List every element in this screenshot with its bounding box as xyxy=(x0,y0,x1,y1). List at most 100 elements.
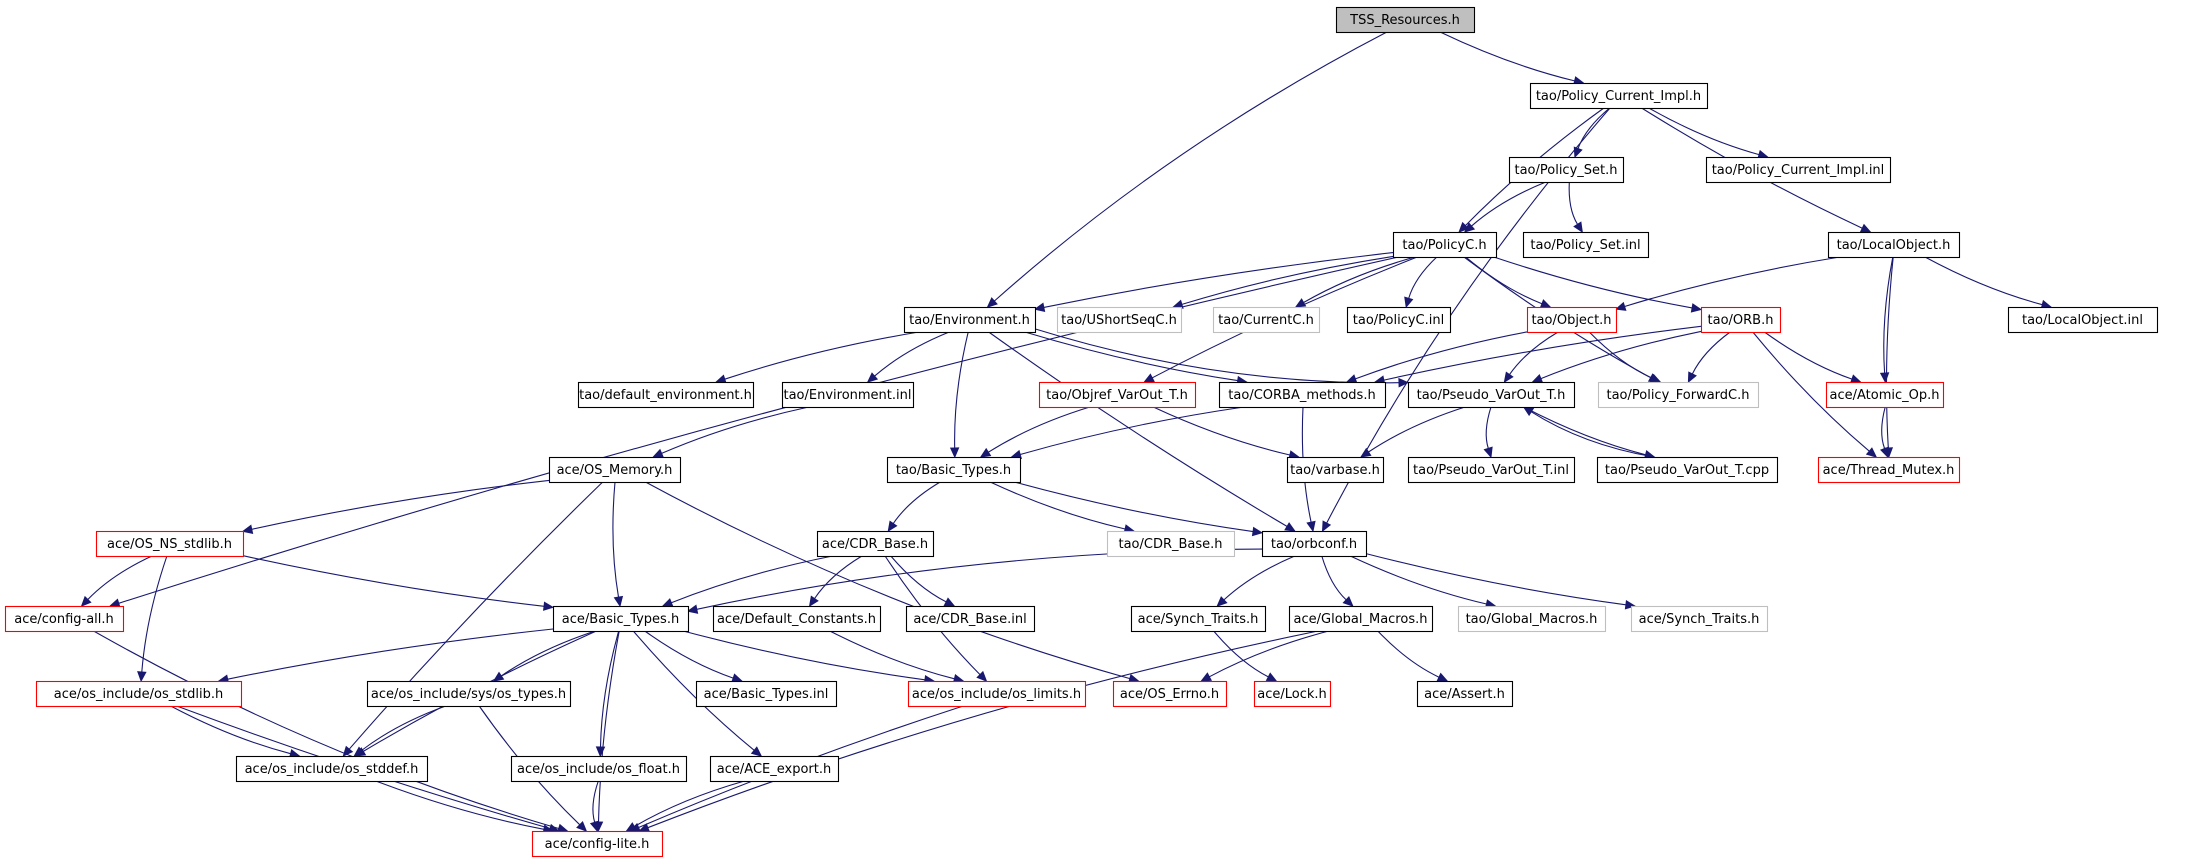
node-abti[interactable]: ace/Basic_Types.inl xyxy=(695,680,838,708)
node-abt[interactable]: ace/Basic_Types.h xyxy=(552,605,690,633)
node-obj[interactable]: tao/Object.h xyxy=(1526,306,1618,334)
edge-pci-to-pset xyxy=(1577,107,1610,149)
node-osl[interactable]: ace/os_include/os_limits.h xyxy=(907,680,1087,708)
node-pci[interactable]: tao/Policy_Current_Impl.h xyxy=(1529,82,1709,110)
node-cur[interactable]: tao/CurrentC.h xyxy=(1212,306,1321,334)
edge-pc-to-orb xyxy=(1493,256,1693,309)
edge-env-to-pvo xyxy=(1034,328,1400,384)
arrowhead-icon xyxy=(1865,447,1878,458)
node-label: tao/Pseudo_VarOut_T.h xyxy=(1417,388,1566,403)
arrowhead-icon xyxy=(80,595,92,607)
node-ovo[interactable]: tao/Objref_VarOut_T.h xyxy=(1038,381,1197,409)
node-ossl[interactable]: ace/os_include/os_stdlib.h xyxy=(35,680,243,708)
node-pfc[interactable]: tao/Policy_ForwardC.h xyxy=(1597,381,1760,409)
edge-orbc-to-tst xyxy=(1365,553,1626,606)
arrowhead-icon xyxy=(625,822,638,832)
edge-aexp-to-cfgl xyxy=(634,780,745,827)
node-tss[interactable]: TSS_Resources.h xyxy=(1335,6,1476,34)
node-pset[interactable]: tao/Policy_Set.h xyxy=(1508,156,1625,184)
node-cfga[interactable]: ace/config-all.h xyxy=(4,605,125,633)
node-nss[interactable]: ace/OS_NS_stdlib.h xyxy=(95,530,245,558)
node-box xyxy=(552,605,690,633)
node-st[interactable]: ace/Synch_Traits.h xyxy=(1130,605,1267,633)
edge-osm-to-osd xyxy=(348,481,604,750)
node-pc[interactable]: tao/PolicyC.h xyxy=(1392,231,1498,259)
node-vb[interactable]: tao/varbase.h xyxy=(1286,456,1385,484)
node-box xyxy=(1700,306,1782,334)
node-osm[interactable]: ace/OS_Memory.h xyxy=(548,456,682,484)
node-label: tao/Environment.inl xyxy=(783,388,911,403)
edge-orbc-to-st xyxy=(1223,555,1295,601)
node-pci2[interactable]: tao/PolicyC.inl xyxy=(1346,306,1452,334)
edge-env-to-orbc xyxy=(988,331,1288,527)
node-tst[interactable]: ace/Synch_Traits.h xyxy=(1630,605,1769,633)
node-cdri[interactable]: ace/CDR_Base.inl xyxy=(905,605,1036,633)
node-psi[interactable]: tao/Policy_Set.inl xyxy=(1522,231,1650,259)
node-pcii[interactable]: tao/Policy_Current_Impl.inl xyxy=(1705,156,1892,184)
arrowhead-icon xyxy=(1265,672,1278,682)
node-asrt[interactable]: ace/Assert.h xyxy=(1416,680,1514,708)
arrowhead-icon xyxy=(1216,596,1228,607)
node-orbc[interactable]: tao/orbconf.h xyxy=(1261,530,1368,558)
node-label: ace/Basic_Types.h xyxy=(562,612,679,627)
node-label: tao/orbconf.h xyxy=(1271,537,1357,552)
node-tm[interactable]: ace/Thread_Mutex.h xyxy=(1817,456,1961,484)
node-osf[interactable]: ace/os_include/os_float.h xyxy=(510,755,688,783)
node-label: tao/Policy_Set.h xyxy=(1514,163,1617,178)
node-denv[interactable]: tao/default_environment.h xyxy=(577,381,755,409)
node-box xyxy=(35,680,243,708)
edge-envi-to-osm xyxy=(661,406,809,454)
node-label: ace/OS_NS_stdlib.h xyxy=(107,537,232,552)
edge-env-to-envi xyxy=(874,331,950,377)
edge-tss-to-env xyxy=(994,31,1388,302)
edge-pset-to-pc xyxy=(1471,181,1547,227)
edge-pc-to-cfga xyxy=(118,256,1399,604)
edge-lo-to-loi xyxy=(1924,256,2043,306)
arrowhead-icon xyxy=(979,447,992,458)
arrowhead-icon xyxy=(576,821,588,832)
node-label: ace/os_include/os_stdlib.h xyxy=(54,687,223,702)
node-usq[interactable]: tao/UShortSeqC.h xyxy=(1056,306,1183,334)
edge-env-to-bt xyxy=(954,331,969,449)
node-box xyxy=(1288,605,1434,633)
edge-nss-to-abt xyxy=(242,555,545,607)
node-envi[interactable]: tao/Environment.inl xyxy=(781,381,915,409)
node-pvo[interactable]: tao/Pseudo_VarOut_T.h xyxy=(1407,381,1576,409)
node-box xyxy=(577,381,755,409)
node-box xyxy=(1346,306,1452,334)
node-label: ace/Assert.h xyxy=(1424,687,1505,702)
edge-nss-to-ossl xyxy=(141,555,168,673)
node-pvoi[interactable]: tao/Pseudo_VarOut_T.inl xyxy=(1407,456,1576,484)
node-pvoc[interactable]: tao/Pseudo_VarOut_T.cpp xyxy=(1596,456,1779,484)
edge-pvo-to-pvoc xyxy=(1523,406,1646,456)
node-tcdr[interactable]: tao/CDR_Base.h xyxy=(1106,530,1236,558)
node-label: tao/Policy_Current_Impl.inl xyxy=(1712,163,1885,178)
node-bt[interactable]: tao/Basic_Types.h xyxy=(886,456,1022,484)
node-gm[interactable]: ace/Global_Macros.h xyxy=(1288,605,1434,633)
node-label: tao/Policy_Current_Impl.h xyxy=(1536,89,1701,104)
node-loi[interactable]: tao/LocalObject.inl xyxy=(2007,306,2159,334)
node-label: ace/OS_Memory.h xyxy=(557,463,673,478)
node-cm[interactable]: tao/CORBA_methods.h xyxy=(1218,381,1387,409)
node-lo[interactable]: tao/LocalObject.h xyxy=(1827,231,1961,259)
node-env[interactable]: tao/Environment.h xyxy=(903,306,1037,334)
node-label: ace/Thread_Mutex.h xyxy=(1823,463,1955,478)
node-cfgl[interactable]: ace/config-lite.h xyxy=(531,830,664,858)
node-err[interactable]: ace/OS_Errno.h xyxy=(1112,680,1228,708)
node-ost[interactable]: ace/os_include/sys/os_types.h xyxy=(366,680,572,708)
node-osd[interactable]: ace/os_include/os_stddef.h xyxy=(235,755,429,783)
arrowhead-icon xyxy=(1879,372,1890,384)
node-aop[interactable]: ace/Atomic_Op.h xyxy=(1825,381,1945,409)
edge-orbc-to-gm xyxy=(1321,555,1347,601)
node-cdr[interactable]: ace/CDR_Base.h xyxy=(816,530,935,558)
node-aexp[interactable]: ace/ACE_export.h xyxy=(709,755,840,783)
edge-ost-to-osd xyxy=(361,705,446,751)
arrowhead-icon xyxy=(1200,672,1213,682)
node-dc[interactable]: ace/Default_Constants.h xyxy=(712,605,882,633)
edge-bt-to-cdr xyxy=(892,481,941,524)
node-lock[interactable]: ace/Lock.h xyxy=(1253,680,1332,708)
node-orb[interactable]: tao/ORB.h xyxy=(1700,306,1782,334)
node-label: ace/Synch_Traits.h xyxy=(1639,612,1760,627)
node-tgm[interactable]: tao/Global_Macros.h xyxy=(1457,605,1607,633)
edge-pc-to-env xyxy=(1043,252,1394,308)
